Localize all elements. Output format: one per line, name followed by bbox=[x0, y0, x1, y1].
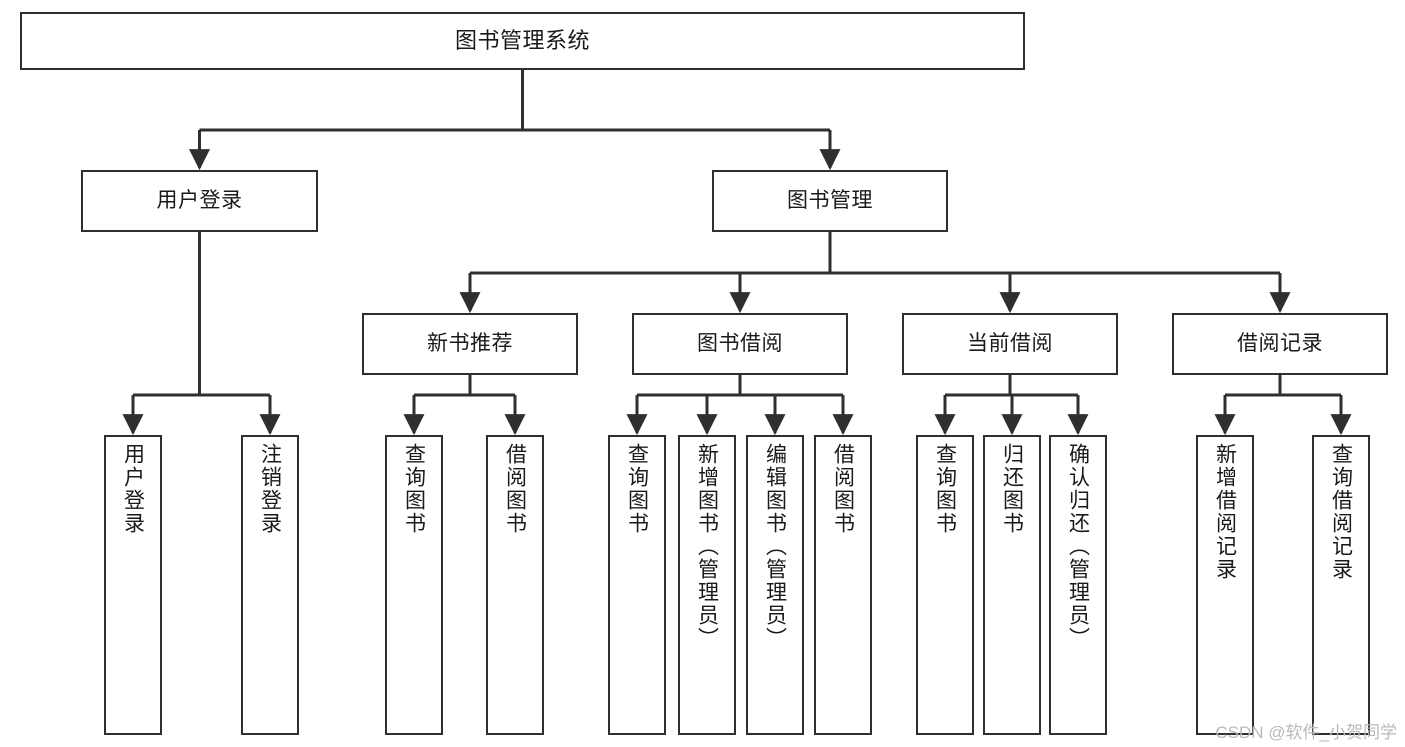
node-l2[interactable]: 注销登录 bbox=[241, 435, 299, 735]
node-l6[interactable]: 新增图书（管理员） bbox=[678, 435, 736, 735]
node-l13[interactable]: 查询借阅记录 bbox=[1312, 435, 1370, 735]
node-l1[interactable]: 用户登录 bbox=[104, 435, 162, 735]
node-l10[interactable]: 归还图书 bbox=[983, 435, 1041, 735]
node-n_new[interactable]: 新书推荐 bbox=[362, 313, 578, 375]
node-label: 新增借阅记录 bbox=[1213, 443, 1237, 581]
node-label: 图书管理系统 bbox=[454, 28, 590, 54]
node-label: 用户登录 bbox=[121, 443, 145, 535]
node-label: 新书推荐 bbox=[427, 331, 513, 355]
node-label: 编辑图书（管理员） bbox=[763, 443, 787, 650]
node-label: 图书管理 bbox=[787, 188, 873, 212]
node-root[interactable]: 图书管理系统 bbox=[20, 12, 1025, 70]
node-l5[interactable]: 查询图书 bbox=[608, 435, 666, 735]
node-l4[interactable]: 借阅图书 bbox=[486, 435, 544, 735]
node-label: 图书借阅 bbox=[697, 331, 783, 355]
node-n_lend[interactable]: 图书借阅 bbox=[632, 313, 848, 375]
watermark-text: CSDN @软件_小贺同学 bbox=[1215, 723, 1397, 742]
node-label: 归还图书 bbox=[1000, 443, 1024, 535]
node-l12[interactable]: 新增借阅记录 bbox=[1196, 435, 1254, 735]
node-label: 当前借阅 bbox=[967, 331, 1053, 355]
node-label: 查询图书 bbox=[402, 443, 426, 535]
node-n_login[interactable]: 用户登录 bbox=[81, 170, 318, 232]
node-l7[interactable]: 编辑图书（管理员） bbox=[746, 435, 804, 735]
node-label: 注销登录 bbox=[258, 443, 282, 535]
node-n_cur[interactable]: 当前借阅 bbox=[902, 313, 1118, 375]
node-label: 查询借阅记录 bbox=[1329, 443, 1353, 581]
node-n_rec[interactable]: 借阅记录 bbox=[1172, 313, 1388, 375]
node-label: 借阅图书 bbox=[831, 443, 855, 535]
node-l3[interactable]: 查询图书 bbox=[385, 435, 443, 735]
node-label: 用户登录 bbox=[156, 188, 243, 212]
node-label: 借阅记录 bbox=[1237, 331, 1323, 355]
node-label: 查询图书 bbox=[625, 443, 649, 535]
node-label: 查询图书 bbox=[933, 443, 957, 535]
node-l11[interactable]: 确认归还（管理员） bbox=[1049, 435, 1107, 735]
node-l8[interactable]: 借阅图书 bbox=[814, 435, 872, 735]
node-label: 借阅图书 bbox=[503, 443, 527, 535]
node-label: 新增图书（管理员） bbox=[695, 443, 719, 650]
node-label: 确认归还（管理员） bbox=[1066, 443, 1090, 650]
node-l9[interactable]: 查询图书 bbox=[916, 435, 974, 735]
node-n_book[interactable]: 图书管理 bbox=[712, 170, 948, 232]
